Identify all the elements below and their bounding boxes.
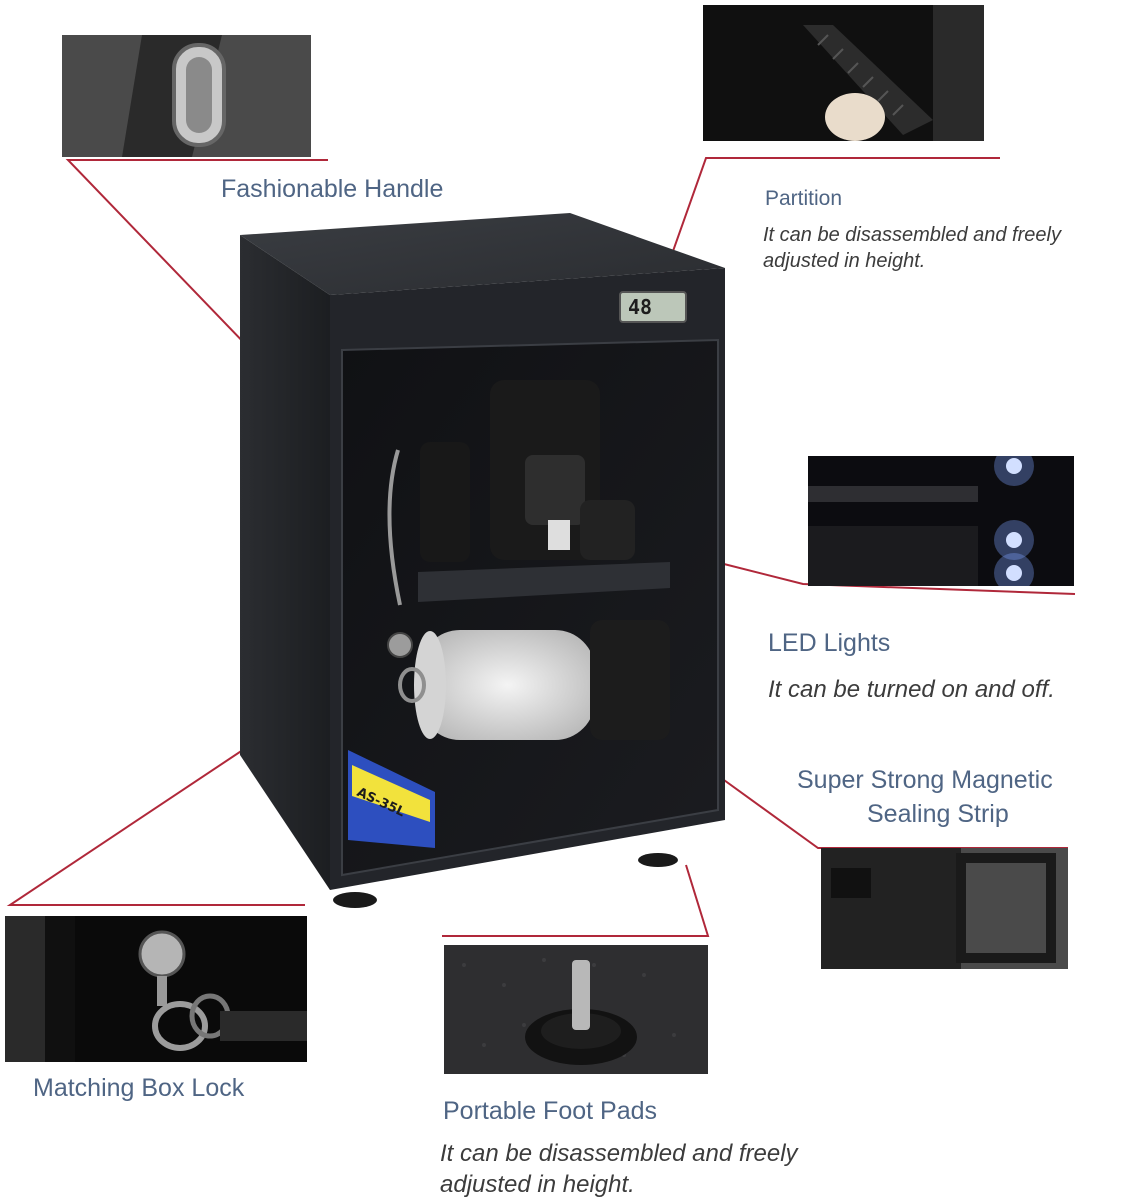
handle-label: Fashionable Handle (221, 175, 444, 203)
foot-pad-left (333, 892, 377, 908)
cabinet-top (240, 213, 725, 295)
feet-description: It can be disassembled and freely adjust… (440, 1140, 798, 1199)
feet-label: Portable Foot Pads (443, 1097, 658, 1125)
partition-thumbnail (703, 5, 984, 141)
led-description: It can be turned on and off. (768, 676, 1055, 703)
dry-cabinet: 48 AS-35L (230, 210, 730, 910)
led-label: LED Lights (768, 629, 891, 657)
handle-thumbnail (62, 35, 311, 157)
lock-label: Matching Box Lock (33, 1074, 245, 1102)
partition-description: It can be disassembled and freely adjust… (763, 224, 1061, 272)
seal-thumbnail (821, 848, 1068, 969)
humidity-display: 48 (628, 295, 652, 319)
seal-label-line1: Super Strong Magnetic (797, 766, 1053, 794)
foot-pad-right (638, 853, 678, 867)
foot-pad-thumbnail (444, 945, 708, 1074)
seal-label-line2: Sealing Strip (867, 800, 1009, 828)
feet-callout-line (442, 864, 710, 937)
partition-label: Partition (765, 187, 843, 210)
cabinet-side (240, 235, 330, 890)
led-callout-line (719, 562, 1076, 595)
lock-thumbnail (5, 916, 307, 1062)
led-thumbnail (808, 456, 1074, 586)
